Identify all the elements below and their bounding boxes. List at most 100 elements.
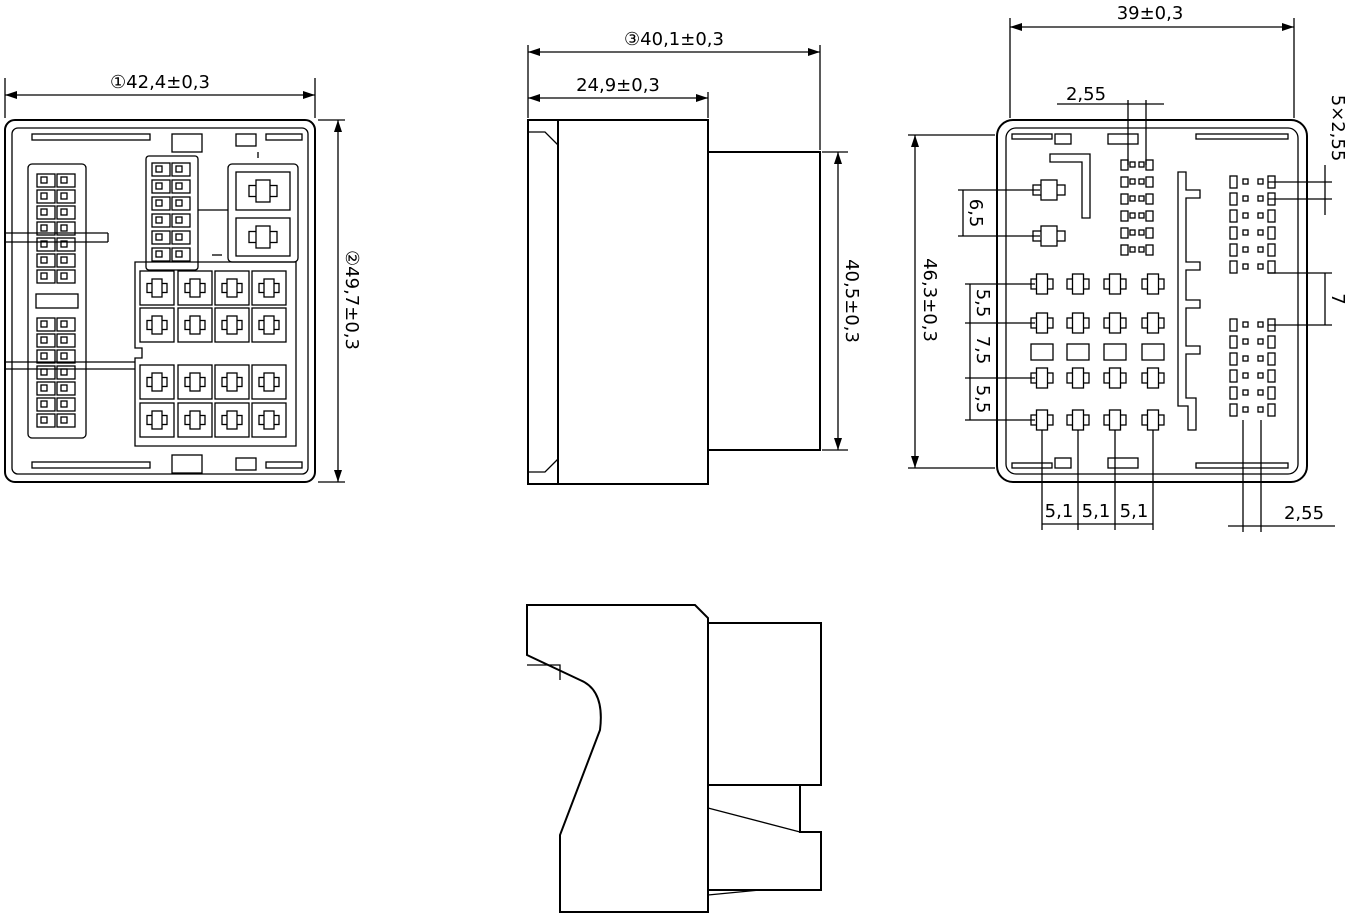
profile-view <box>526 604 822 913</box>
rear-grid-pin-1-2-stem <box>1108 312 1122 334</box>
front-mid-cell-2-a <box>151 196 171 211</box>
front-left-cell-bottom-4-a-contact <box>40 384 48 392</box>
rear-col-label-b: 5,1 <box>1082 501 1111 522</box>
rear-grid-pin-0-3-stem <box>1146 273 1160 295</box>
front-left-cell-bottom-3-a-contact <box>40 368 48 376</box>
front-mid-cell-0-b <box>171 162 191 177</box>
rear-small-terminal-b-4 <box>1145 227 1154 239</box>
front-width-label: ①42,4±0,3 <box>110 72 210 93</box>
front-mid-cell-2-b-contact <box>175 199 183 207</box>
front-left-cell-bottom-1-a-contact <box>40 336 48 344</box>
front-mid-cell-5-b-contact <box>175 250 183 258</box>
profile-slot-line-a <box>707 807 801 833</box>
rear-grid-slot-1 <box>1066 343 1090 361</box>
rear-grid-slot-0 <box>1030 343 1054 361</box>
rear-right-terminal-1-a-4 <box>1229 386 1238 400</box>
front-mid-cell-3-a-contact <box>155 216 163 224</box>
front-left-cell-bottom-0-b <box>56 317 76 332</box>
front-mid-cell-3-a <box>151 213 171 228</box>
front-left-cell-top-2-b <box>56 205 76 220</box>
rear-right-contact-0-b-1 <box>1257 195 1264 202</box>
rear-right-contact-1-b-1 <box>1257 338 1264 345</box>
rear-right-terminal-1-a-2 <box>1229 352 1238 366</box>
front-left-cell-bottom-0-a-contact <box>40 320 48 328</box>
front-left-cell-top-1-b-contact <box>60 192 68 200</box>
front-left-cell-top-0-a <box>36 173 56 188</box>
front-mid-cell-3-b <box>171 213 191 228</box>
front-left-cell-bottom-4-a <box>36 381 56 396</box>
front-main-cell-3-1 <box>177 402 213 438</box>
rear-grid-pin-2-2-stem <box>1108 367 1122 389</box>
rear-small-terminal-a-4 <box>1120 227 1129 239</box>
front-main-cell-2-1 <box>177 364 213 400</box>
front-main-cell-0-1 <box>177 270 213 306</box>
rear-right-contact-0-b-3 <box>1257 229 1264 236</box>
front-left-cell-top-2-a <box>36 205 56 220</box>
front-main-pin-3-3-stem <box>263 410 275 430</box>
rear-small-terminal-a-0 <box>1120 159 1129 171</box>
front-mid-cell-5-b <box>171 247 191 262</box>
rear-grid-slot-3 <box>1141 343 1165 361</box>
front-main-pin-1-3-stem <box>263 315 275 335</box>
profile-latch <box>527 664 561 680</box>
rear-right-terminal-0-b-5 <box>1267 260 1276 274</box>
rear-bottom-slot-left <box>1054 457 1072 469</box>
rear-small-contact-a-1 <box>1129 178 1136 185</box>
rear-small-contact-a-5 <box>1129 246 1136 253</box>
front-mid-cell-0-a <box>151 162 171 177</box>
rear-right-terminal-1-b-3 <box>1267 369 1276 383</box>
side-view: ③40,1±0,3 24,9±0,3 40,5±0,3 <box>527 29 862 485</box>
side-body-label: 24,9±0,3 <box>576 75 660 96</box>
front-top-latch <box>171 133 203 153</box>
front-main-cell-1-1 <box>177 307 213 343</box>
front-left-cell-bottom-1-b <box>56 333 76 348</box>
rear-vertical-comb <box>1177 171 1201 431</box>
front-main-cell-3-2 <box>214 402 250 438</box>
rear-grid-pin-3-2-stem <box>1108 409 1122 431</box>
front-left-center-slot <box>35 293 79 309</box>
rear-right-contact-0-b-2 <box>1257 212 1264 219</box>
front-top-rail-left <box>31 133 151 141</box>
front-left-cell-top-0-a-contact <box>40 176 48 184</box>
front-left-cell-top-0-b-contact <box>60 176 68 184</box>
front-main-cell-0-2 <box>214 270 250 306</box>
front-main-cell-1-0 <box>139 307 175 343</box>
front-left-cell-bottom-4-b-contact <box>60 384 68 392</box>
front-left-cell-top-1-b <box>56 189 76 204</box>
front-left-cell-top-2-b-contact <box>60 208 68 216</box>
front-left-cell-bottom-3-b <box>56 365 76 380</box>
rear-row-label-b: 7,5 <box>972 336 993 365</box>
rear-right-contact-0-a-1 <box>1242 195 1249 202</box>
rear-right-contact-1-a-5 <box>1242 406 1249 413</box>
rear-right-terminal-1-b-1 <box>1267 335 1276 349</box>
front-left-cell-bottom-5-a <box>36 397 56 412</box>
rear-seven-label: 7 <box>1327 293 1348 304</box>
rear-grid-pin-0-0-stem <box>1035 273 1049 295</box>
rear-right-terminal-1-a-0 <box>1229 318 1238 332</box>
rear-view: 39±0,3 46,3±0,3 2,55 5×2,55 7 6,5 5,5 <box>908 3 1348 532</box>
front-main-pin-1-2-stem <box>226 315 238 335</box>
rear-row-label-a: 5,5 <box>972 289 993 318</box>
rear-right-contact-0-a-2 <box>1242 212 1249 219</box>
front-main-pin-3-2-stem <box>226 410 238 430</box>
rear-right-contact-1-b-2 <box>1257 355 1264 362</box>
rear-top-slot-left <box>1054 133 1072 145</box>
rear-top-rail-right <box>1195 133 1289 140</box>
front-left-cell-bottom-6-a-contact <box>40 416 48 424</box>
front-left-cell-bottom-5-b <box>56 397 76 412</box>
side-top-latch <box>528 131 559 146</box>
rear-bottom-rail-right <box>1195 462 1289 469</box>
front-main-pin-1-1-stem <box>189 315 201 335</box>
front-top-slot <box>235 133 257 147</box>
rear-pitch-top-label: 2,55 <box>1066 84 1106 105</box>
rear-multi-label: 5×2,55 <box>1327 95 1348 162</box>
rear-grid-pin-3-1-stem <box>1071 409 1085 431</box>
rear-small-terminal-b-2 <box>1145 193 1154 205</box>
rear-small-terminal-a-2 <box>1120 193 1129 205</box>
front-main-cell-3-3 <box>251 402 287 438</box>
front-main-pin-2-0-stem <box>151 372 163 392</box>
rear-right-contact-1-b-4 <box>1257 389 1264 396</box>
front-mid-cell-3-b-contact <box>175 216 183 224</box>
front-bottom-rail-left <box>31 461 151 469</box>
front-left-cell-top-0-b <box>56 173 76 188</box>
